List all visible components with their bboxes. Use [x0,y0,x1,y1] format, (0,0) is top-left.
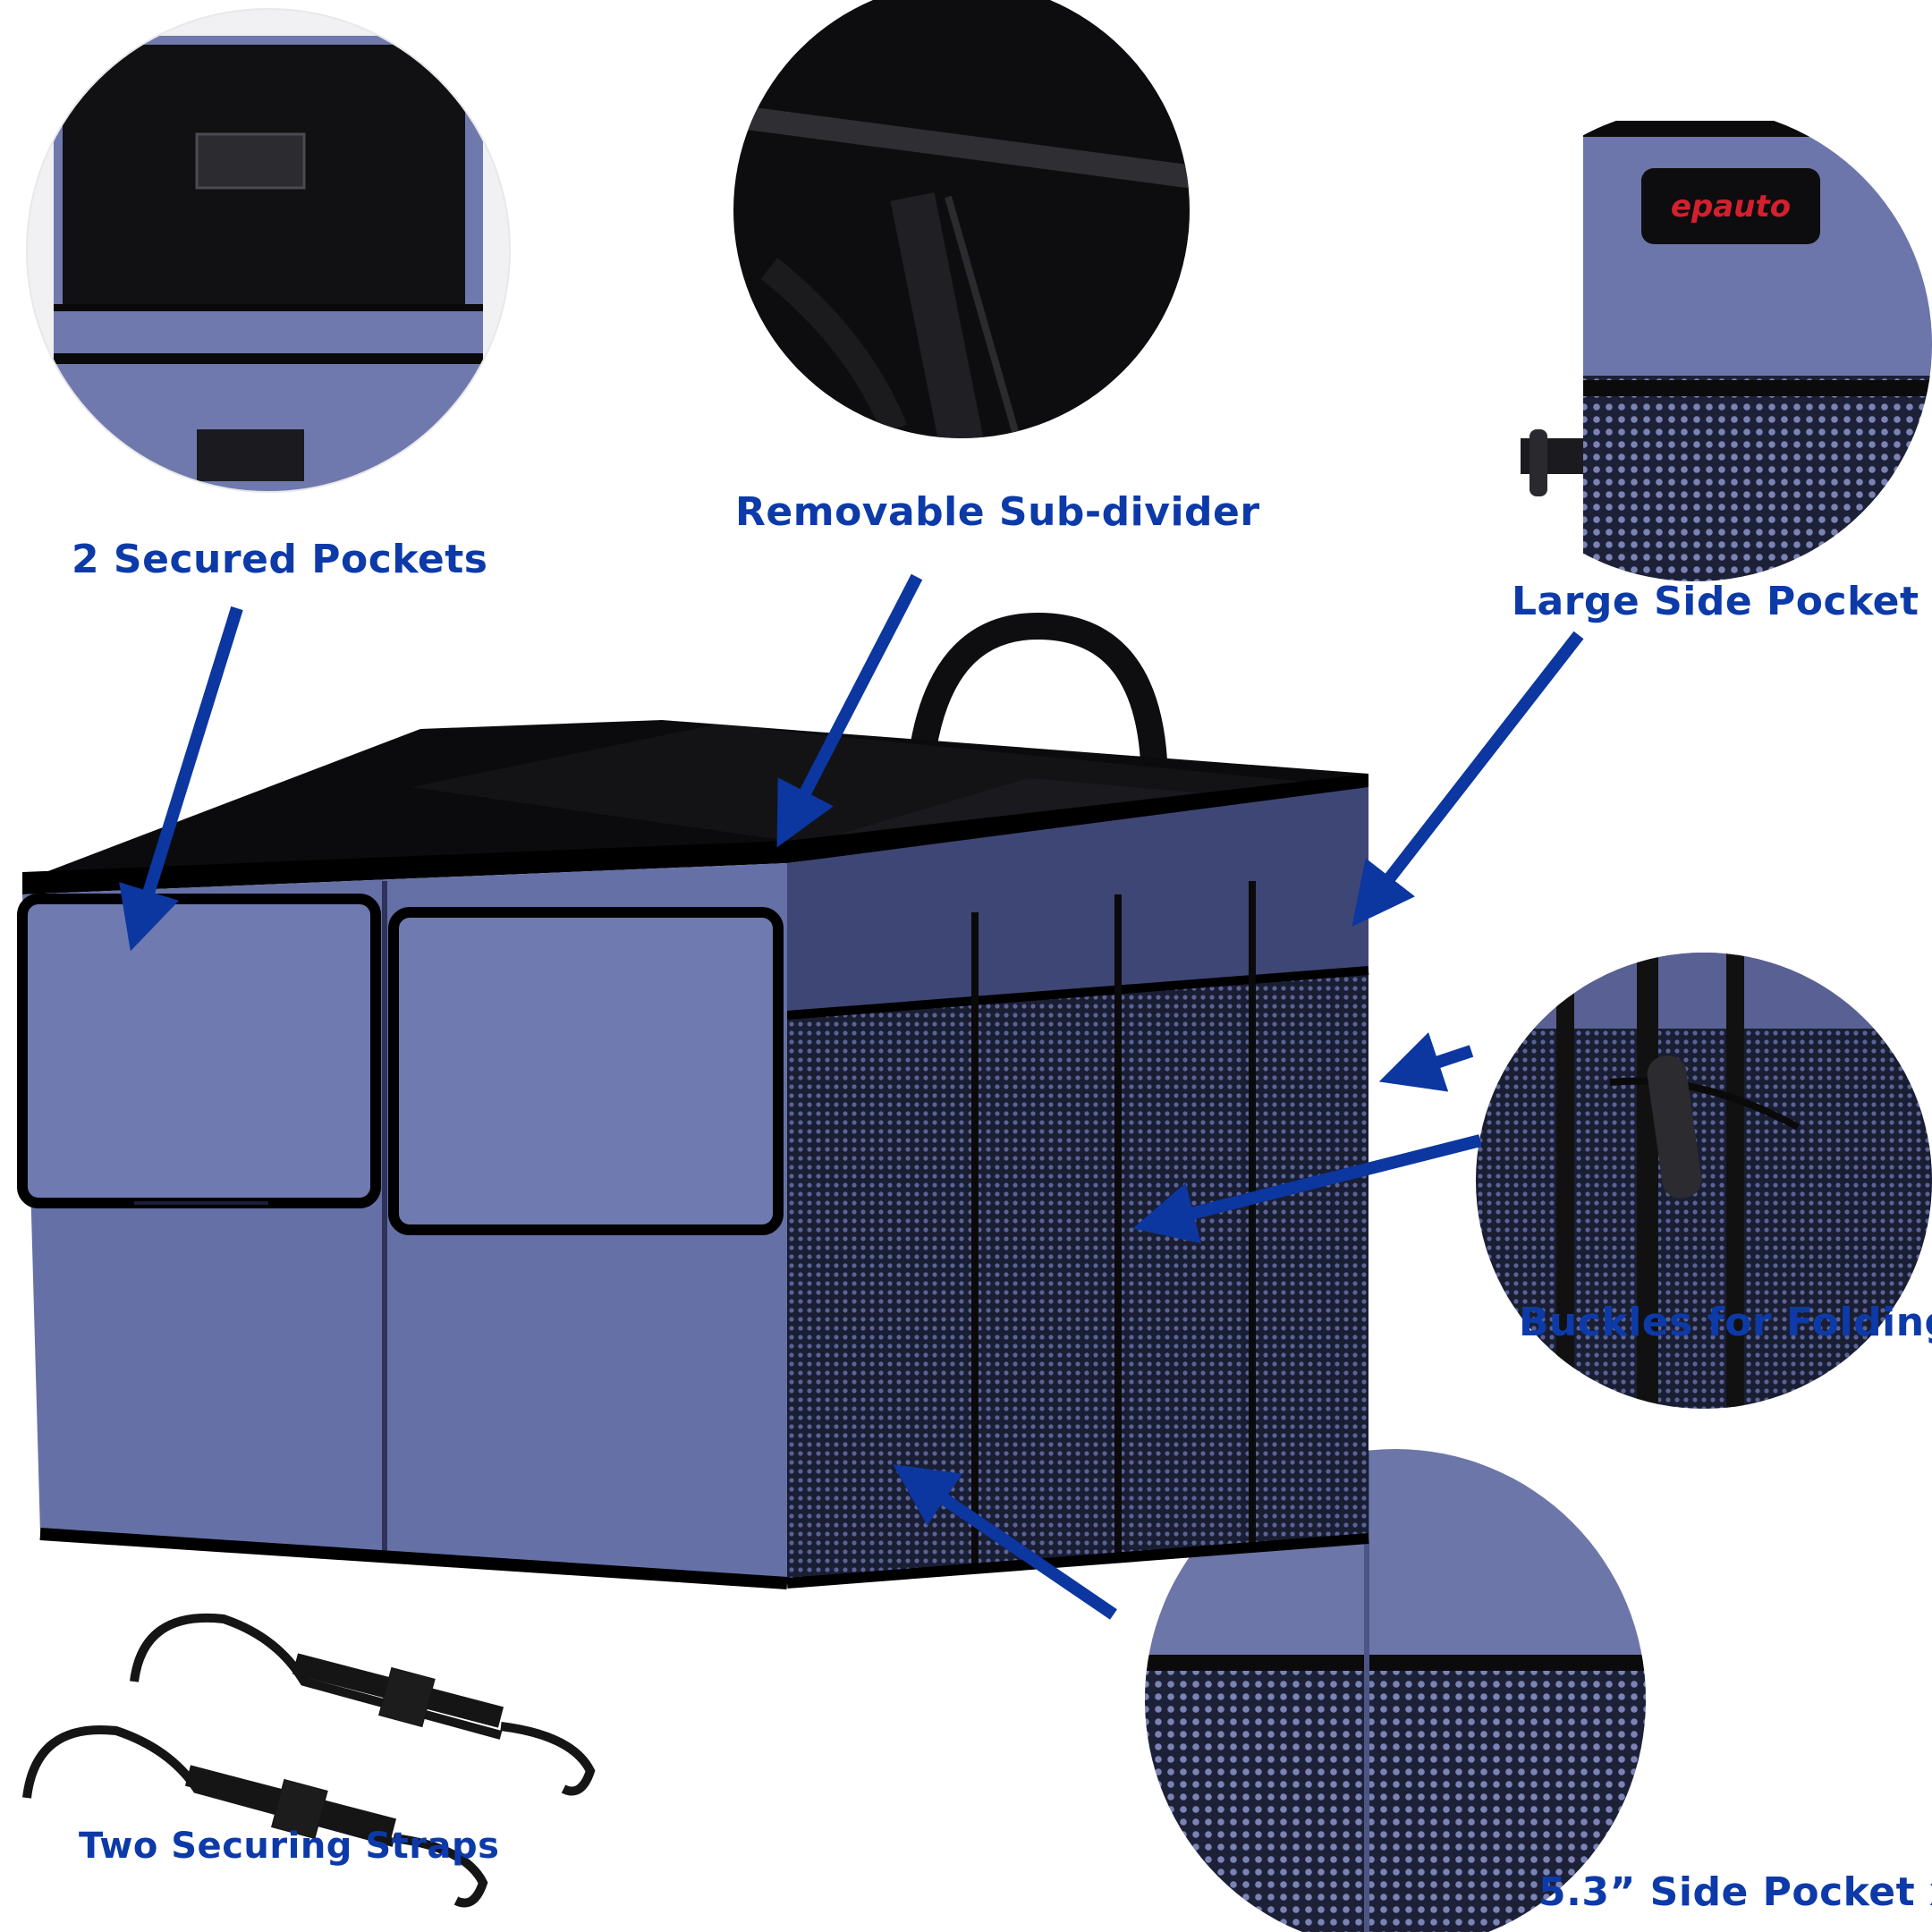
arrow-buckle-side [1132,1134,1482,1244]
brand-logo-icon [1641,168,1820,244]
trunk-organizer-box [17,612,1369,1589]
svg-text:epauto: epauto [1671,189,1791,225]
arrow-secured-pockets [119,606,243,952]
callout-arrows [119,573,1584,1620]
label-buckles: Buckles for Folding [1519,1300,1932,1345]
buckle-icon [1647,1055,1702,1199]
detail-circle-secured-pockets [27,9,510,492]
arrow-buckle-top [1378,1032,1474,1092]
arrow-large-side-pocket [1352,631,1584,928]
label-secured-pockets: 2 Secured Pockets [72,537,488,582]
label-straps: Two Securing Straps [79,1826,500,1867]
detail-circle-large-side-pocket: epauto [1458,107,1932,581]
arrow-side-pockets [893,1464,1117,1620]
arrow-sub-divider [776,573,923,848]
securing-straps-icon [22,1613,596,1908]
detail-circle-buckles [1476,953,1932,1409]
label-sub-divider: Removable Sub-divider [735,489,1260,535]
label-side-pockets: 5.3” Side Pocket x 8 [1538,1869,1932,1915]
detail-circle-sub-divider [733,0,1190,438]
label-large-side-pocket: Large Side Pocket [1512,579,1919,624]
